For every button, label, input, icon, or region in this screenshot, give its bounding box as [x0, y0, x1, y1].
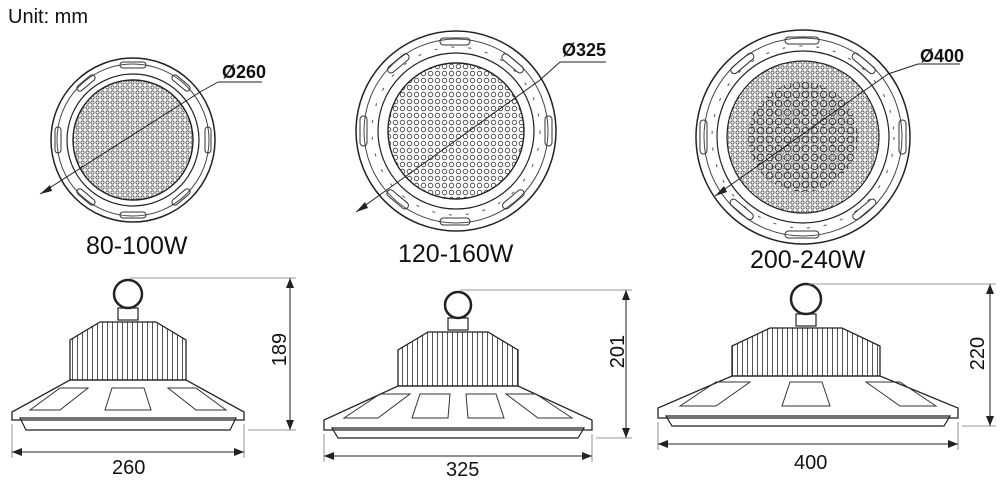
power-label-2: 120-160W	[398, 240, 514, 268]
top-view-120-160w	[355, 30, 606, 232]
side-view-200-240w	[657, 282, 996, 450]
diameter-label-2: Ø325	[562, 40, 607, 60]
diameter-label-1: Ø260	[222, 62, 267, 82]
power-label-1: 80-100W	[86, 232, 188, 260]
width-label-1: 260	[112, 457, 146, 479]
unit-label: Unit: mm	[8, 6, 88, 28]
power-label-3: 200-240W	[750, 246, 866, 274]
side-view-120-160w	[323, 289, 632, 462]
width-label-2: 325	[446, 459, 480, 481]
height-label-2: 201	[607, 334, 630, 369]
top-view-200-240w	[695, 29, 960, 245]
height-label-1: 189	[269, 332, 292, 367]
height-label-3: 220	[967, 336, 990, 371]
diameter-label-3: Ø400	[920, 46, 965, 66]
width-label-3: 400	[794, 452, 828, 474]
top-view-80-100w	[39, 57, 262, 223]
side-view-80-100w	[11, 277, 296, 458]
